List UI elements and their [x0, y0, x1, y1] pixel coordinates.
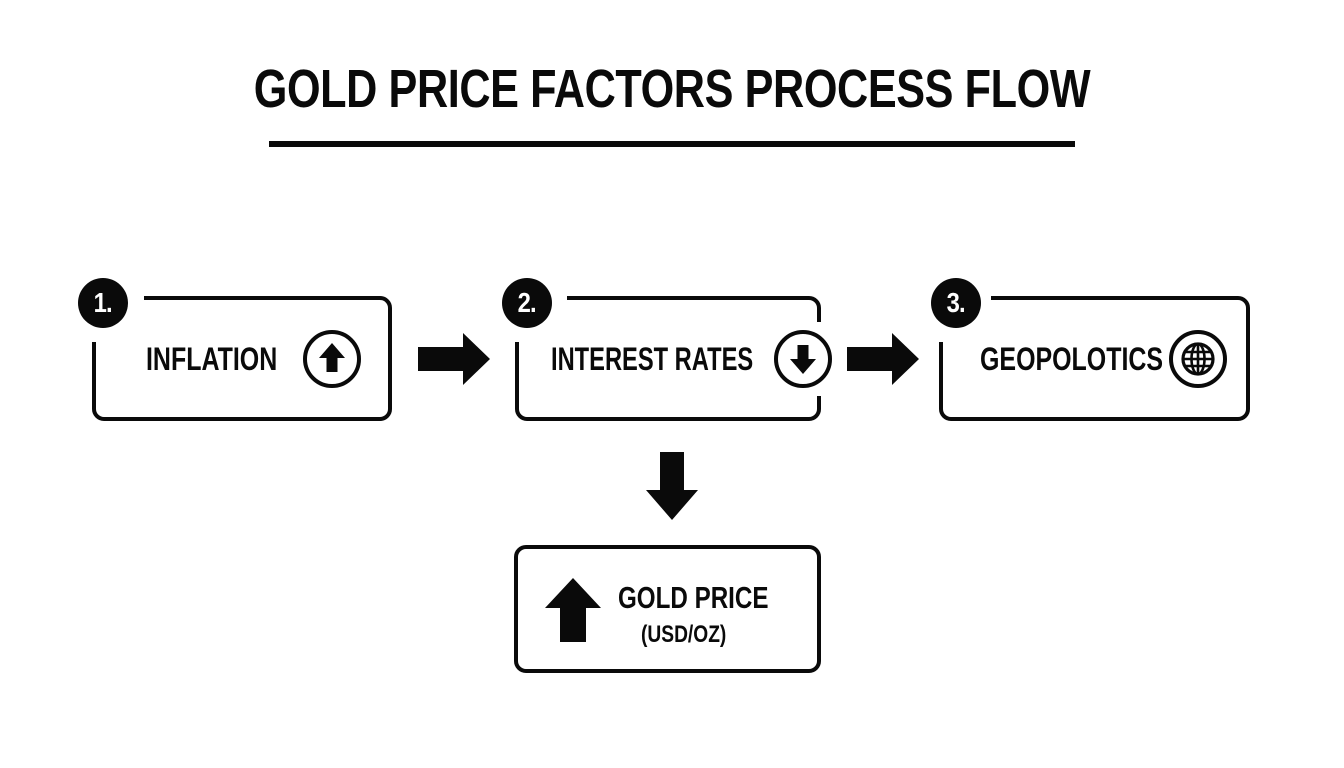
- step-number: 3.: [946, 287, 966, 318]
- step-1-label: INFLATION: [146, 341, 278, 377]
- step-2-label: INTEREST RATES: [551, 341, 754, 377]
- step-3-label: GEOPOLOTICS: [980, 341, 1164, 377]
- page-title: GOLD PRICE FACTORS PROCESS FLOW: [253, 59, 1091, 119]
- arrow-right-icon: [418, 333, 490, 385]
- step-1-badge: 1.: [78, 278, 128, 328]
- title-underline: [269, 141, 1075, 147]
- arrow-down-icon: [646, 452, 698, 520]
- arrow-right-icon: [847, 333, 919, 385]
- step-2-badge: 2.: [502, 278, 552, 328]
- step-number: 2.: [517, 287, 537, 318]
- result-unit: (USD/OZ): [641, 621, 727, 648]
- globe-icon: [1169, 330, 1227, 388]
- step-3-badge: 3.: [931, 278, 981, 328]
- result-label: GOLD PRICE: [618, 580, 769, 615]
- circle-arrow-down-icon: [774, 330, 832, 388]
- circle-arrow-up-icon: [303, 330, 361, 388]
- arrow-up-icon: [545, 578, 601, 642]
- step-number: 1.: [93, 287, 113, 318]
- result-box: [514, 545, 821, 673]
